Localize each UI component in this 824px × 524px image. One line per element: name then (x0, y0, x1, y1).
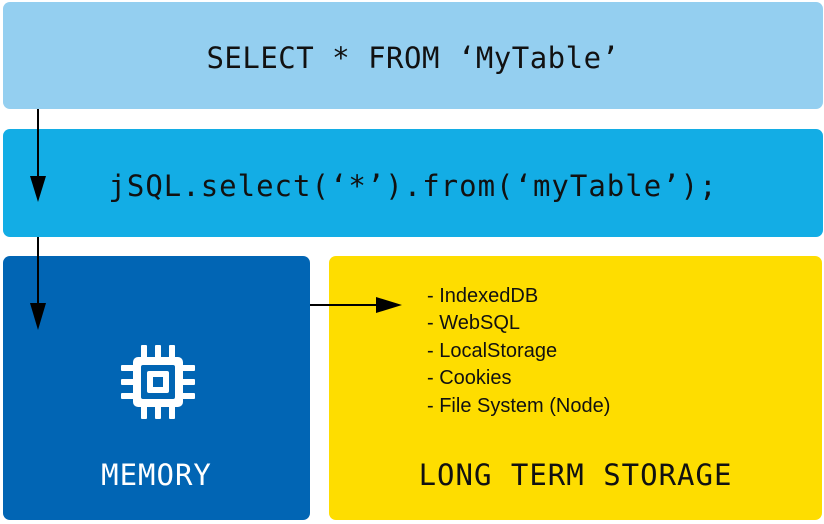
storage-label: LONG TERM STORAGE (418, 458, 733, 492)
list-item: - LocalStorage (427, 339, 558, 362)
memory-box: MEMORY (3, 256, 310, 520)
list-item: - File System (Node) (427, 394, 611, 417)
list-item: - WebSQL (427, 312, 520, 335)
list-item: - Cookies (427, 367, 512, 390)
sql-query-box: SELECT * FROM ‘MyTable’ (3, 2, 823, 109)
storage-backend-list: - IndexedDB - WebSQL - LocalStorage - Co… (427, 283, 610, 420)
sql-query-text: SELECT * FROM ‘MyTable’ (206, 41, 620, 75)
cpu-chip-icon (121, 345, 195, 419)
jsql-query-box: jSQL.select(‘*’).from(‘myTable’); (3, 129, 823, 237)
jsql-query-text: jSQL.select(‘*’).from(‘myTable’); (108, 169, 718, 203)
list-item: - IndexedDB (427, 285, 539, 307)
long-term-storage-box: - IndexedDB - WebSQL - LocalStorage - Co… (329, 256, 822, 520)
memory-label: MEMORY (101, 458, 212, 492)
